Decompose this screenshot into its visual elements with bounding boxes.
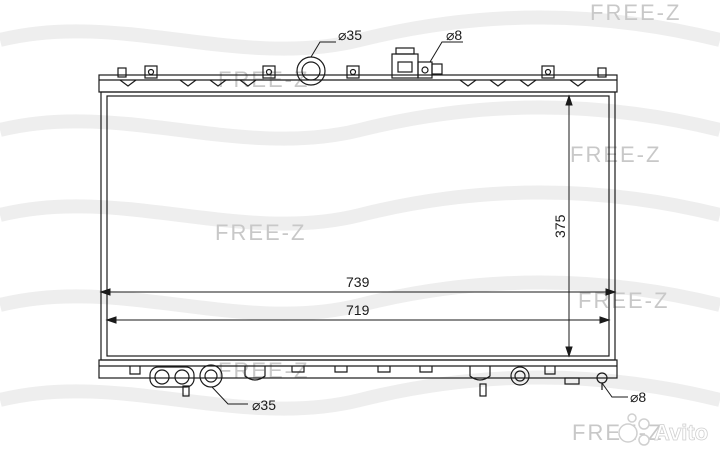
bottom-outlet-diameter-label: ⌀35 <box>252 397 276 413</box>
radiator-core-inner <box>106 95 610 357</box>
drain-diameter-label: ⌀8 <box>630 389 646 405</box>
avito-wordmark: Avito <box>654 420 708 445</box>
dimension-labels: 739 719 375 ⌀35 ⌀8 ⌀35 ⌀8 <box>252 27 646 413</box>
watermark-bottom-left: FREE-Z <box>218 358 309 383</box>
dimension-lines <box>99 41 628 405</box>
radiator <box>98 47 618 397</box>
watermark-center: FREE-Z <box>215 220 306 245</box>
bottom-bosses <box>182 366 580 397</box>
top-ribs <box>119 79 587 87</box>
background-waves <box>0 10 720 416</box>
top-brackets <box>117 65 607 79</box>
watermark-top-right: FREE-Z <box>590 0 681 25</box>
top-tank <box>98 74 618 93</box>
top-small-diameter-label: ⌀8 <box>446 27 462 43</box>
filler-cap <box>391 47 443 79</box>
bottom-tank <box>98 359 618 379</box>
avito-badge: Avito <box>618 413 709 446</box>
core-width-label: 719 <box>346 302 370 318</box>
watermark-right: FREE-Z <box>570 142 661 167</box>
height-label: 375 <box>552 214 568 238</box>
top-inlet-diameter-label: ⌀35 <box>338 27 362 43</box>
avito-logo-icon <box>618 413 650 446</box>
overall-width-label: 739 <box>346 274 370 290</box>
bottom-outlet-pipe <box>149 364 223 388</box>
bottom-ribs <box>129 366 556 381</box>
